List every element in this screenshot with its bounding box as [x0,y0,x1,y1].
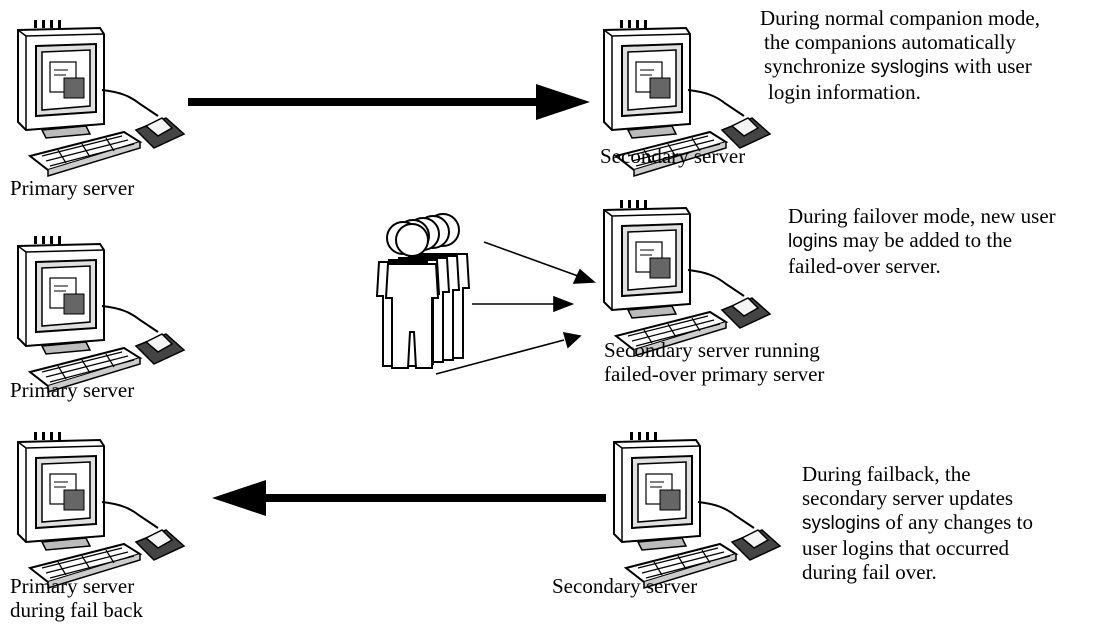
note-line: during fail over. [802,560,1033,584]
note-text: user logins that occurred [802,536,1010,560]
failback-arrow [212,480,606,516]
normal-mode-note: During normal companion mode, the compan… [760,6,1040,104]
note-text: synchronize [764,54,871,78]
label-line: during fail back [10,598,143,622]
note-text: failed-over server. [788,254,941,278]
note-text: during fail over. [802,560,937,584]
note-line: the companions automatically [760,30,1040,54]
sync-arrow [188,84,590,120]
label-line: Secondary server running [604,338,820,362]
secondary-server-label: Secondary server [600,144,745,168]
note-text: During normal companion mode, [760,6,1040,30]
note-line: syslogins of any changes to [802,510,1033,536]
label-line: Primary server [10,378,135,402]
syslogins-term: syslogins [802,513,881,534]
label-line: Primary server [10,176,135,200]
note-line: During normal companion mode, [760,6,1040,30]
logins-term: logins [788,231,838,252]
note-text: During failover mode, new user [788,204,1056,228]
primary-server-computer-icon [17,19,185,177]
secondary-server-label: Secondary server [552,574,697,598]
note-text: During failback, the [802,462,971,486]
note-line: synchronize syslogins with user [760,54,1040,80]
secondary-server-computer-icon [613,431,781,589]
primary-server-computer-icon [17,235,185,393]
primary-server-failback-label: Primary server during fail back [10,574,143,622]
label-line: Secondary server [552,574,698,598]
label-line: Primary server [10,574,135,598]
primary-server-label: Primary server [10,176,134,200]
label-line: Secondary server [600,144,746,168]
secondary-server-computer-icon [603,199,771,357]
note-line: login information. [760,80,1040,104]
syslogins-term: syslogins [870,57,949,78]
note-line: During failback, the [802,462,1033,486]
users-group-icon [376,213,470,369]
note-line: secondary server updates [802,486,1033,510]
note-line: failed-over server. [788,254,1056,278]
primary-server-label: Primary server [10,378,134,402]
note-text: with user [948,54,1032,78]
note-text: secondary server updates [802,486,1014,510]
note-text: of any changes to [880,510,1033,534]
note-line: logins may be added to the [788,228,1056,254]
login-arrows [435,241,597,375]
note-line: user logins that occurred [802,536,1033,560]
primary-server-computer-icon [17,431,185,589]
note-line: During failover mode, new user [788,204,1056,228]
failback-note: During failback, the secondary server up… [802,462,1033,584]
note-text: the companions automatically [764,30,1016,54]
secondary-server-running-label: Secondary server running failed-over pri… [604,338,824,386]
failover-mode-note: During failover mode, new user logins ma… [788,204,1056,278]
note-text: login information. [768,80,921,104]
note-text: may be added to the [837,228,1013,252]
label-line: failed-over primary server [604,362,825,386]
